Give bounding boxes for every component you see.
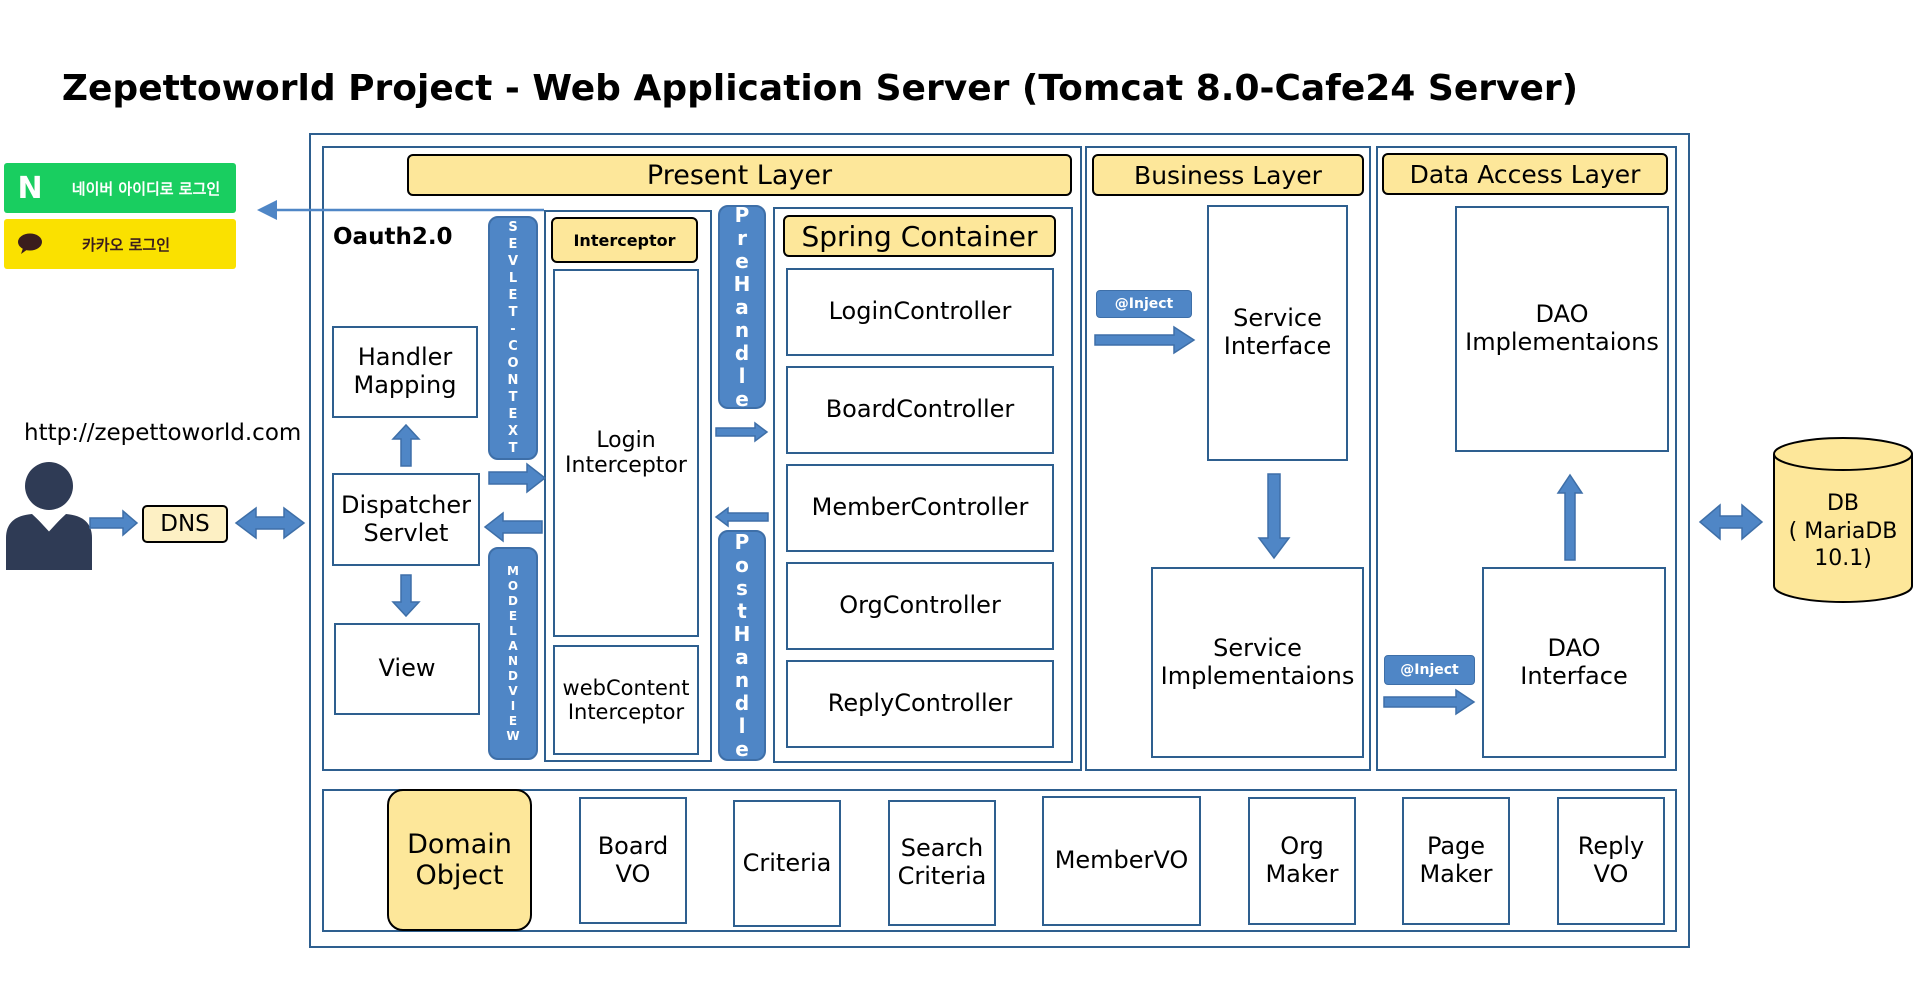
spring-container-frame <box>773 207 1073 763</box>
database-label: DB ( MariaDB 10.1) <box>1788 491 1898 571</box>
controller-box: MemberController <box>786 464 1054 552</box>
present-layer-frame <box>322 146 1082 771</box>
to-interceptor-arrow <box>488 462 547 494</box>
data-access-layer-header: Data Access Layer <box>1382 153 1668 195</box>
present-layer-header: Present Layer <box>407 154 1072 196</box>
server-frame <box>309 133 1690 948</box>
controller-box: LoginController <box>786 268 1054 356</box>
business-layer-header: Business Layer <box>1092 154 1364 196</box>
login-interceptor-box: Login Interceptor <box>553 269 699 637</box>
dispatcher-to-view-arrow <box>391 574 421 618</box>
user-icon <box>6 460 92 570</box>
user-to-dns-arrow <box>89 509 139 537</box>
posthandle-arrow <box>714 506 769 528</box>
dao-interface-to-impl-arrow <box>1556 473 1584 561</box>
page-title: Zepettoworld Project - Web Application S… <box>61 68 1579 109</box>
webcontent-interceptor-box: webContent Interceptor <box>553 645 699 755</box>
business-inject-arrow <box>1094 325 1196 355</box>
domain-item-box: Board VO <box>579 797 687 924</box>
domain-item-box: MemberVO <box>1042 796 1201 926</box>
service-interface-box: Service Interface <box>1207 205 1348 461</box>
naver-login-button[interactable]: N 네이버 아이디로 로그인 <box>4 163 236 213</box>
spring-container-header: Spring Container <box>783 215 1056 257</box>
site-url: http://zepettoworld.com <box>24 420 302 446</box>
handler-mapping-box: Handler Mapping <box>332 326 478 418</box>
speech-bubble-icon <box>4 233 56 255</box>
domain-item-box: Reply VO <box>1557 797 1665 925</box>
dispatcher-to-handler-arrow <box>391 423 421 467</box>
prehandle-arrow <box>715 421 769 443</box>
database-cylinder: DB ( MariaDB 10.1) <box>1772 436 1914 606</box>
from-interceptor-arrow <box>483 511 543 543</box>
domain-item-box: Search Criteria <box>888 800 996 926</box>
business-layer-frame <box>1085 146 1371 771</box>
server-db-double-arrow <box>1698 503 1764 541</box>
oauth-label: Oauth2.0 <box>333 224 453 250</box>
domain-item-box: Criteria <box>733 800 841 927</box>
domain-frame <box>322 789 1677 932</box>
domain-item-box: Page Maker <box>1402 797 1510 925</box>
controller-box: BoardController <box>786 366 1054 454</box>
controller-box: OrgController <box>786 562 1054 650</box>
dao-inject-arrow <box>1383 688 1476 716</box>
interceptor-header: Interceptor <box>551 217 698 263</box>
kakao-login-label: 카카오 로그인 <box>81 235 171 254</box>
interface-to-impl-arrow <box>1257 473 1291 560</box>
view-box: View <box>334 623 480 715</box>
dispatcher-servlet-box: Dispatcher Servlet <box>332 473 480 566</box>
dao-implementations-box: DAO Implementaions <box>1455 206 1669 452</box>
controller-box: ReplyController <box>786 660 1054 748</box>
dns-server-double-arrow <box>234 506 306 540</box>
dns-box: DNS <box>142 505 228 543</box>
naver-login-label: 네이버 아이디로 로그인 <box>71 179 221 198</box>
dao-inject-tag: @Inject <box>1384 655 1475 685</box>
domain-object-box: Domain Object <box>387 789 532 931</box>
domain-item-box: Org Maker <box>1248 797 1356 925</box>
data-access-layer-frame <box>1376 146 1677 771</box>
service-implementations-box: Service Implementaions <box>1151 567 1364 758</box>
naver-logo-icon: N <box>17 170 43 206</box>
kakao-login-button[interactable]: 카카오 로그인 <box>4 219 236 269</box>
business-inject-tag: @Inject <box>1096 290 1192 318</box>
interceptor-frame <box>544 210 712 762</box>
dao-interface-box: DAO Interface <box>1482 567 1666 758</box>
